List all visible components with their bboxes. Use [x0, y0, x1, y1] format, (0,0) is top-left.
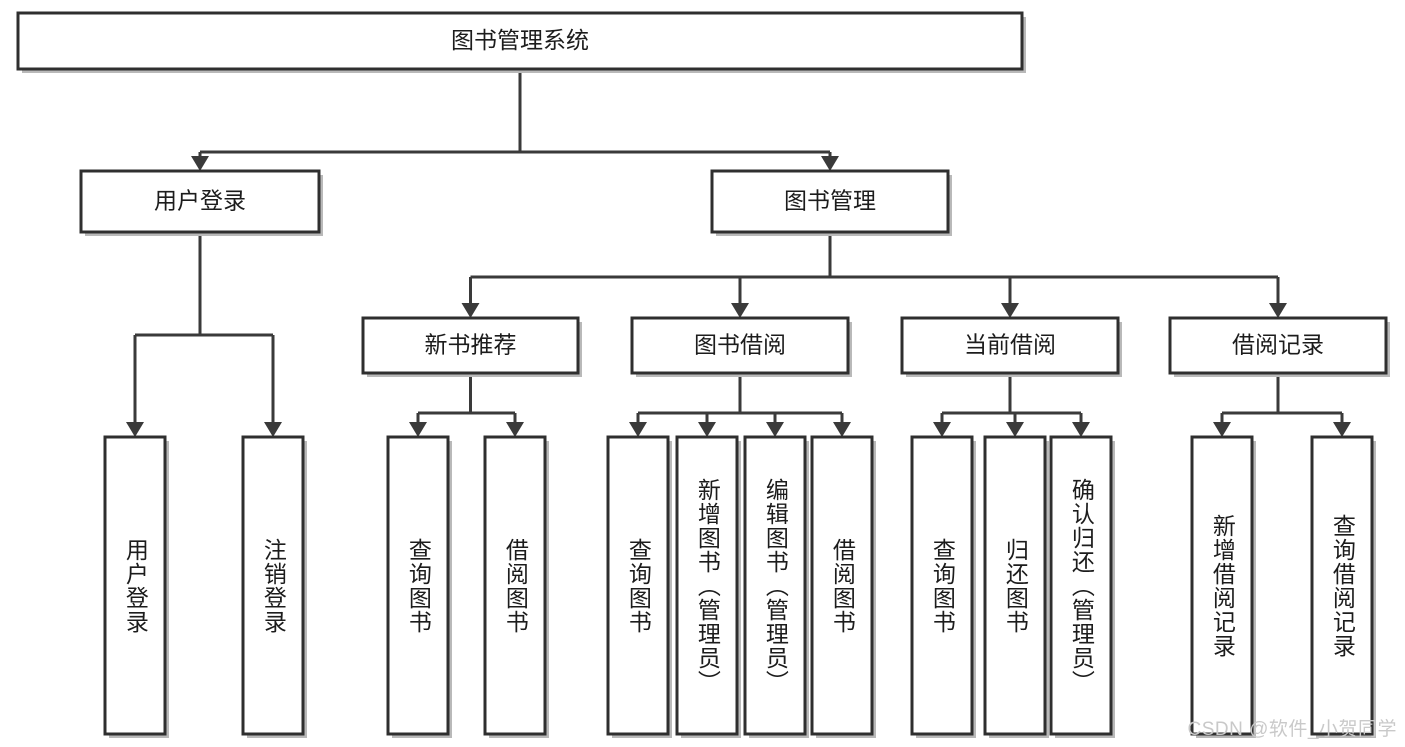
- arrow-leaf-rec-query-book: [409, 422, 427, 437]
- arrow-current-borrow: [1001, 303, 1019, 318]
- node-box-book-manage[interactable]: [710, 169, 950, 234]
- node-box-leaf-rec-borrow-book[interactable]: [483, 435, 547, 736]
- node-label-book-borrow: 图书借阅: [694, 332, 786, 358]
- arrow-leaf-rec-query-record: [1333, 422, 1351, 437]
- arrow-leaf-borrow-borrow-book: [833, 422, 851, 437]
- node-label-root: 图书管理系统: [451, 27, 589, 53]
- node-box-leaf-cur-return-book[interactable]: [983, 435, 1047, 736]
- node-label-book-manage: 图书管理: [784, 188, 876, 214]
- node-box-leaf-borrow-query-book[interactable]: [606, 435, 670, 736]
- node-box-leaf-borrow-edit-book[interactable]: [743, 435, 807, 736]
- arrow-leaf-cur-confirm-return: [1072, 422, 1090, 437]
- node-label-current-borrow: 当前借阅: [964, 332, 1056, 358]
- arrow-book-borrow: [731, 303, 749, 318]
- node-box-borrow-record[interactable]: [1168, 316, 1388, 375]
- node-boxes-layer: [16, 11, 1388, 736]
- node-box-leaf-cur-query-book[interactable]: [910, 435, 974, 736]
- node-box-leaf-user-logout[interactable]: [241, 435, 305, 736]
- arrow-user-login: [191, 156, 209, 171]
- node-box-user-login[interactable]: [79, 169, 321, 234]
- node-label-user-login: 用户登录: [154, 188, 246, 214]
- arrow-leaf-rec-borrow-book: [506, 422, 524, 437]
- node-box-new-book-recommend[interactable]: [361, 316, 580, 375]
- node-box-leaf-cur-confirm-return[interactable]: [1049, 435, 1113, 736]
- arrow-leaf-cur-query-book: [933, 422, 951, 437]
- node-box-root[interactable]: [16, 11, 1024, 71]
- arrow-leaf-borrow-edit-book: [766, 422, 784, 437]
- arrow-leaf-borrow-query-book: [629, 422, 647, 437]
- arrow-leaf-user-login: [126, 422, 144, 437]
- arrow-new-book-recommend: [461, 303, 480, 318]
- arrow-leaf-user-logout: [264, 422, 282, 437]
- arrow-borrow-record: [1269, 303, 1287, 318]
- node-box-current-borrow[interactable]: [900, 316, 1120, 375]
- node-box-leaf-user-login[interactable]: [103, 435, 167, 736]
- connectors-layer: [126, 69, 1351, 437]
- arrow-leaf-borrow-add-book: [698, 422, 716, 437]
- node-box-leaf-borrow-add-book[interactable]: [675, 435, 739, 736]
- arrow-leaf-rec-add-record: [1213, 422, 1231, 437]
- node-label-new-book-recommend: 新书推荐: [425, 332, 517, 358]
- arrow-book-manage: [821, 156, 839, 171]
- node-label-borrow-record: 借阅记录: [1232, 332, 1324, 358]
- node-box-book-borrow[interactable]: [630, 316, 850, 375]
- node-box-leaf-borrow-borrow-book[interactable]: [810, 435, 874, 736]
- node-box-leaf-rec-query-record[interactable]: [1310, 435, 1374, 736]
- node-box-leaf-rec-query-book[interactable]: [386, 435, 450, 736]
- node-box-leaf-rec-add-record[interactable]: [1190, 435, 1254, 736]
- watermark-text: CSDN @软件_小贺同学: [1187, 719, 1397, 740]
- arrow-leaf-cur-return-book: [1006, 422, 1024, 437]
